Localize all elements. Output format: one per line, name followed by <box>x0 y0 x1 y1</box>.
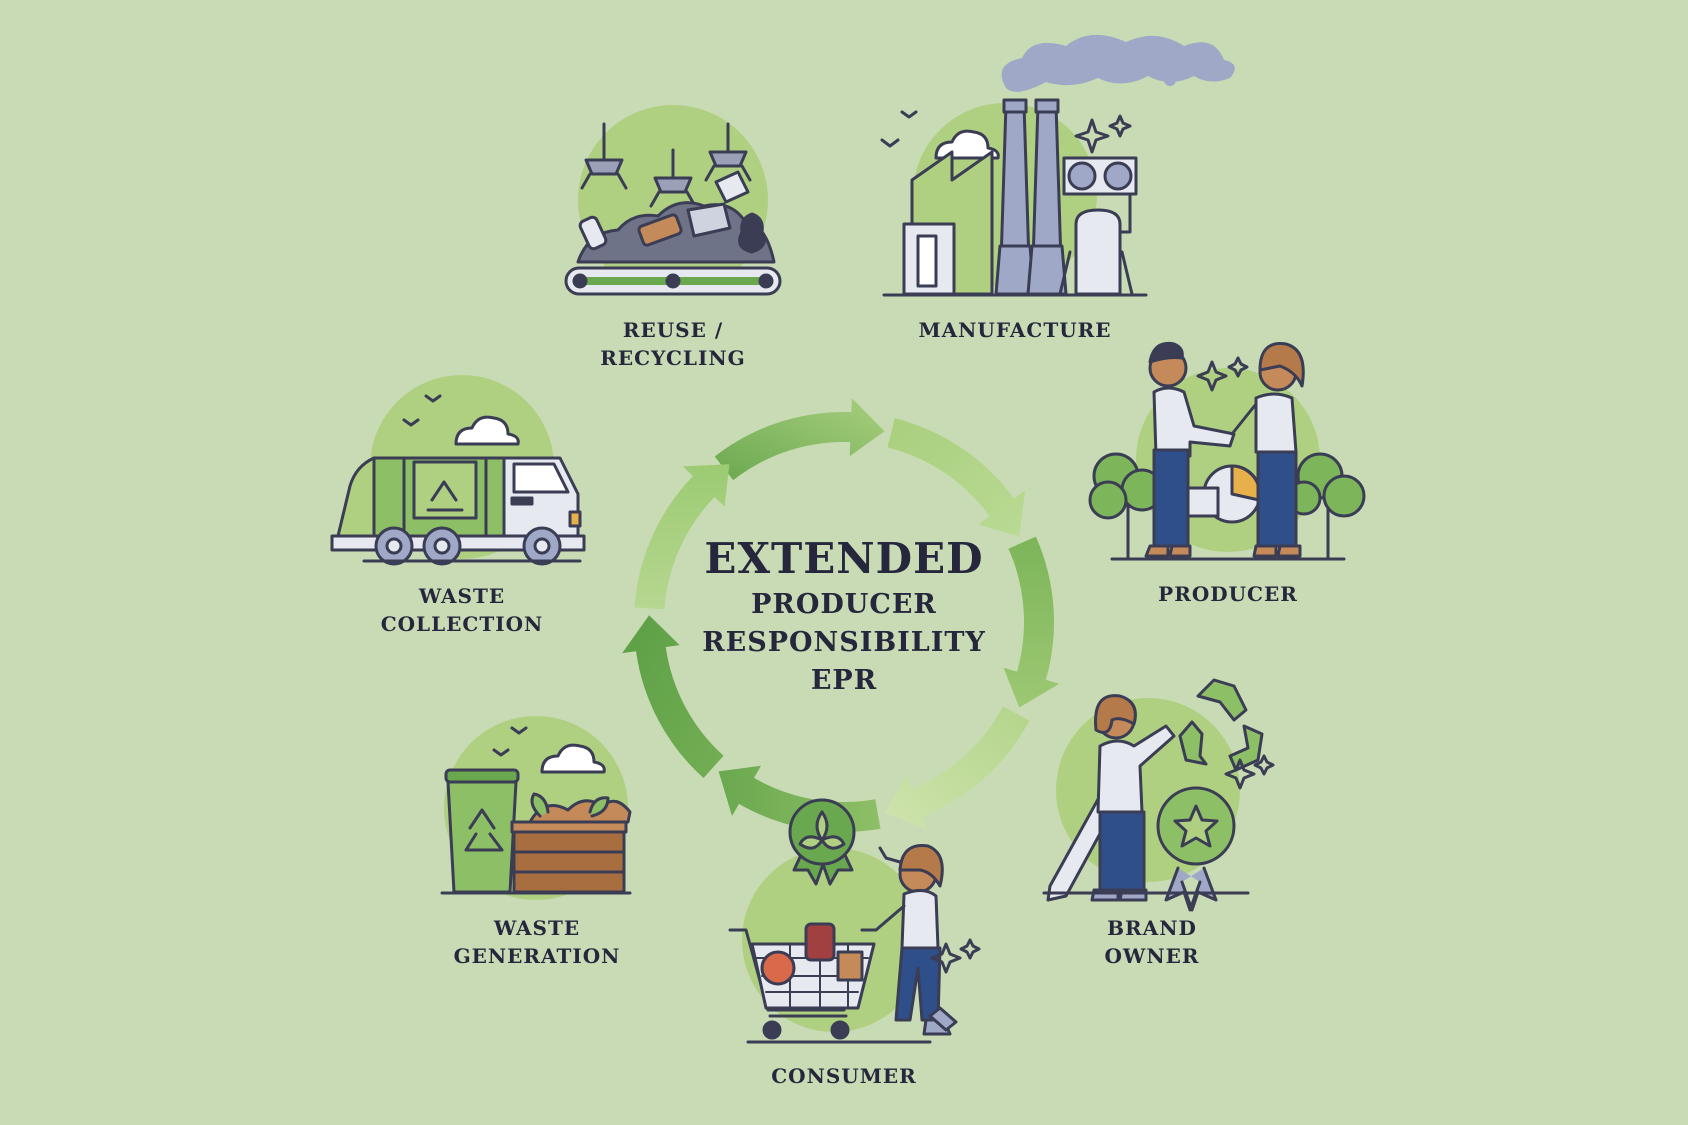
cycle-arrow-6 <box>622 615 724 779</box>
title-epr: EPR <box>810 665 878 696</box>
cycle-arrow-1 <box>714 398 885 481</box>
recycling-sorting-icon <box>564 105 782 296</box>
compost-bin-icon <box>440 716 632 900</box>
handshake-icon <box>1088 341 1366 561</box>
brand-owner-icon <box>1042 678 1275 912</box>
label-waste-collection: WASTE COLLECTION <box>380 584 544 636</box>
label-waste-generation: WASTE GENERATION <box>453 916 621 968</box>
label-manufacture: MANUFACTURE <box>918 318 1112 342</box>
title-extended: EXTENDED <box>704 534 984 583</box>
center-title: EXTENDED PRODUCER RESPONSIBILITY EPR <box>702 532 986 700</box>
cycle-arrows <box>622 398 1060 833</box>
cycle-arrow-7 <box>634 464 730 610</box>
label-producer: PRODUCER <box>1158 582 1298 606</box>
label-consumer: CONSUMER <box>771 1064 917 1088</box>
cycle-arrow-4 <box>884 706 1030 830</box>
cycle-arrow-3 <box>1003 536 1060 708</box>
label-reuse-recycling: REUSE / RECYCLING <box>600 318 746 370</box>
garbage-truck-icon <box>330 375 586 566</box>
label-brand-owner: BRAND OWNER <box>1104 916 1200 968</box>
title-producer: PRODUCER <box>751 589 937 620</box>
shopping-cart-icon <box>728 798 981 1044</box>
cycle-arrow-2 <box>887 418 1026 537</box>
title-responsibility: RESPONSIBILITY <box>702 627 986 658</box>
factory-icon <box>880 34 1235 297</box>
